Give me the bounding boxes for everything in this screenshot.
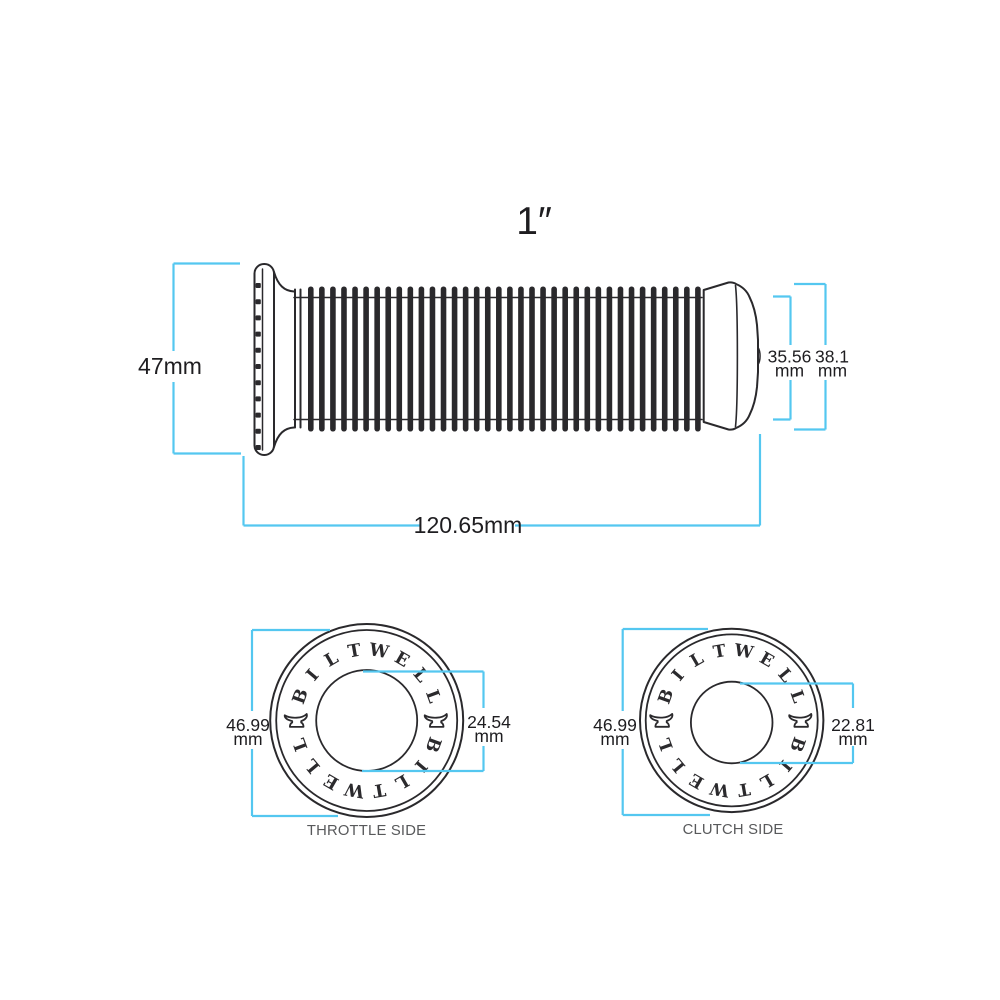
svg-text:B: B — [785, 734, 809, 754]
clutch-side-caption: CLUTCH SIDE — [683, 822, 784, 838]
svg-text:B: B — [421, 734, 445, 755]
end-cap-crease-line — [734, 284, 739, 428]
svg-text:B: B — [655, 686, 679, 706]
svg-text:T: T — [371, 778, 387, 800]
svg-text:L: L — [667, 754, 690, 776]
dim-clutch-inner-value: 22.81 — [831, 715, 875, 735]
dim-throttle-inner-value: 24.54 — [467, 712, 511, 732]
clutch-outer-circle — [639, 627, 825, 814]
dim-cap-inner-value: 35.56 — [768, 347, 812, 367]
dim-cap-inner-35-56: 35.56 mm — [768, 295, 812, 421]
throttle-outer-circle — [269, 623, 465, 818]
throttle-outer-circle-2 — [275, 629, 459, 812]
end-cap-nub — [757, 346, 761, 366]
end-cap-outline — [702, 281, 759, 431]
svg-text:W: W — [343, 778, 367, 801]
svg-text:L: L — [756, 769, 776, 792]
svg-text:L: L — [321, 648, 342, 671]
flange-outline — [253, 263, 275, 456]
svg-text:E: E — [756, 648, 777, 672]
dim-cap-inner-unit: mm — [775, 361, 804, 381]
svg-text:L: L — [786, 688, 809, 706]
svg-text:B: B — [289, 686, 313, 707]
svg-text:W: W — [732, 640, 756, 663]
neck-top-curve — [273, 271, 295, 293]
dim-clutch-outer-unit: mm — [600, 729, 629, 749]
svg-text:I: I — [303, 666, 324, 685]
svg-text:L: L — [687, 649, 707, 672]
svg-text:T: T — [712, 641, 728, 663]
dim-clutch-inner-22-81 — [740, 682, 855, 765]
dim-clutch-outer-value: 46.99 — [593, 715, 637, 735]
dim-cap-outer-38-1: 38.1 mm — [794, 282, 849, 431]
svg-text:I: I — [775, 756, 795, 775]
svg-text:W: W — [366, 640, 390, 663]
svg-text:L: L — [421, 687, 444, 705]
rib-field — [308, 286, 701, 432]
dim-throttle-outer-value: 46.99 — [226, 715, 270, 735]
dim-length-label: 120.65mm — [414, 512, 523, 538]
bar-diameter-label: 1″ — [516, 200, 552, 243]
svg-text:L: L — [409, 664, 432, 686]
throttle-side-caption: THROTTLE SIDE — [307, 823, 426, 839]
dim-throttle-inner-24-54 — [362, 670, 485, 773]
grip-side-view — [253, 263, 761, 456]
svg-text:E: E — [686, 769, 707, 793]
svg-text:I: I — [410, 756, 431, 775]
dim-height-label: 47mm — [138, 353, 202, 379]
dim-throttle-outer-unit: mm — [233, 729, 262, 749]
dim-throttle-inner-unit: mm — [474, 726, 503, 746]
svg-text:L: L — [301, 754, 324, 776]
svg-text:T: T — [735, 778, 751, 800]
dim-clutch-inner-unit: mm — [838, 729, 867, 749]
svg-text:L: L — [655, 735, 678, 753]
dim-clutch-outer-46-99 — [621, 627, 710, 817]
svg-text:L: L — [391, 769, 412, 792]
dim-length-120-65: 120.65mm — [242, 434, 762, 538]
svg-text:I: I — [668, 666, 688, 685]
flange-knurl — [255, 283, 261, 450]
dim-height-47mm: 47mm — [138, 262, 241, 455]
svg-text:E: E — [321, 769, 343, 793]
svg-text:L: L — [289, 735, 312, 753]
dim-cap-outer-unit: mm — [818, 361, 847, 381]
neck-bottom-curve — [273, 426, 295, 448]
dim-throttle-outer-46-99 — [250, 628, 338, 818]
clutch-outer-circle-2 — [644, 633, 819, 808]
dim-cap-outer-value: 38.1 — [815, 347, 849, 367]
throttle-bore-circle — [315, 669, 419, 772]
svg-text:T: T — [346, 641, 362, 663]
svg-text:E: E — [391, 648, 413, 672]
svg-text:W: W — [708, 777, 732, 800]
clutch-bore-circle — [690, 680, 774, 765]
